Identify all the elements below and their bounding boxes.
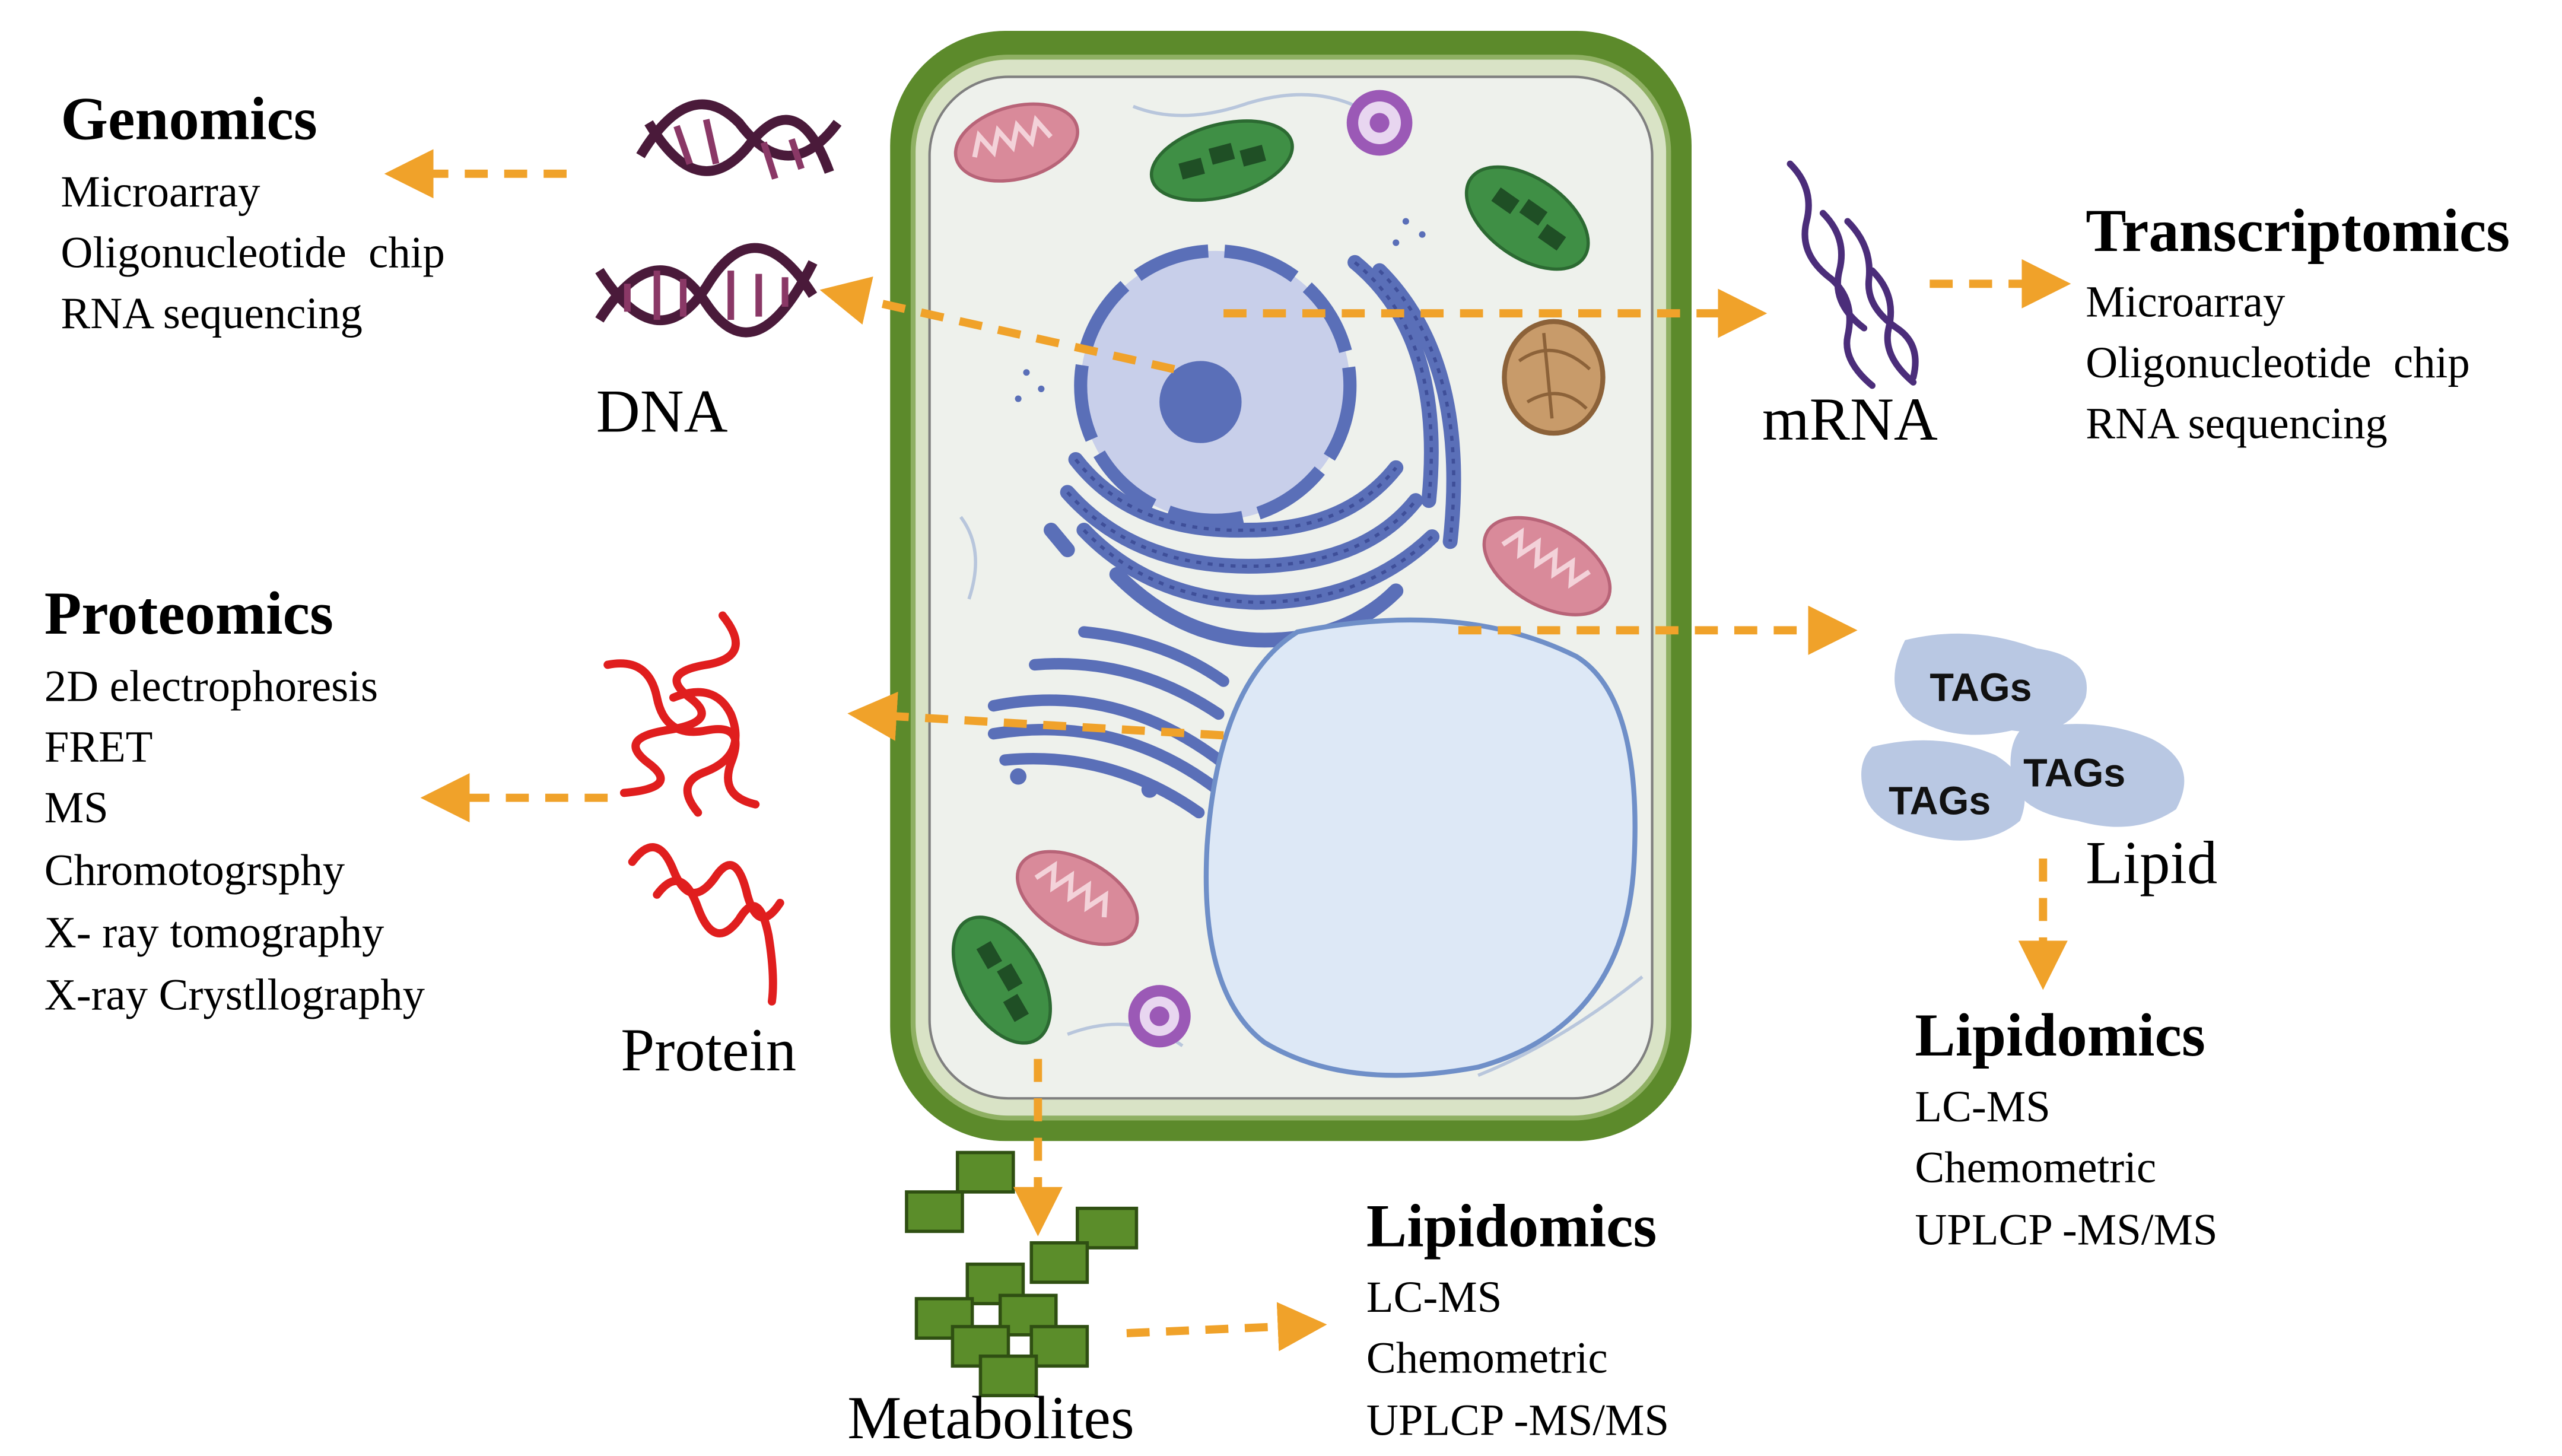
amyloplast [1502, 319, 1606, 436]
tag-blob-right [2010, 724, 2185, 827]
proteomics-method: 2D electrophoresis [44, 662, 378, 711]
genomics-title: Genomics [61, 86, 317, 153]
lipidomics-right-method: UPLCP -MS/MS [1915, 1206, 2217, 1255]
molecule-labels: DNA mRNA Protein Lipid Metabolites [596, 378, 2217, 1452]
chloroplast-bottom [951, 915, 1053, 1045]
lipidomics-right-method: Chemometric [1915, 1143, 2156, 1192]
lipidomics-bottom-method: LC-MS [1366, 1273, 1502, 1322]
ribosome-dots [1015, 218, 1426, 402]
lipidomics-bottom-method: Chemometric [1366, 1333, 1608, 1382]
lipidomics-bottom-title: Lipidomics [1366, 1193, 1657, 1260]
flow-arrows [384, 149, 2071, 1352]
proteomics-method: X- ray tomography [44, 908, 384, 958]
dna-label: DNA [596, 378, 728, 445]
golgi-apparatus [987, 626, 1229, 819]
mitochondrion-bottom-left [1015, 850, 1139, 946]
chloroplast-right [1464, 165, 1590, 271]
vesicle-bottom [1128, 985, 1191, 1048]
mrna-icon [1787, 160, 1919, 389]
lipid-icon: TAGs TAGs TAGs [1861, 633, 2185, 841]
chloroplast-top [1149, 119, 1294, 202]
mrna-label: mRNA [1762, 386, 1938, 453]
lipidomics-bottom-panel: Lipidomics LC-MS Chemometric UPLCP -MS/M… [1366, 1193, 1669, 1445]
lipidomics-right-panel: Lipidomics LC-MS Chemometric UPLCP -MS/M… [1915, 1002, 2217, 1254]
lipid-label: Lipid [2086, 830, 2217, 897]
transcriptomics-method: Microarray [2086, 278, 2286, 327]
arrow-metabolites-to-lipidomics [1126, 1302, 1327, 1352]
genomics-method: Microarray [61, 167, 260, 217]
metabolites-icon [905, 1150, 1139, 1397]
transcriptomics-panel: Transcriptomics Microarray Oligonucleoti… [2086, 198, 2510, 449]
lipidomics-bottom-method: UPLCP -MS/MS [1366, 1396, 1669, 1445]
tag-label-top: TAGs [1930, 666, 2032, 710]
nucleus [1074, 244, 1357, 527]
metabolites-label: Metabolites [847, 1385, 1134, 1452]
genomics-method: Oligonucleotide chip [61, 228, 444, 278]
arrow-golgi-to-protein [847, 691, 1224, 741]
vesicle-top [1346, 90, 1413, 156]
protein-icon [603, 611, 784, 1006]
lipidomics-right-title: Lipidomics [1915, 1002, 2205, 1069]
dna-icon [595, 99, 842, 338]
tag-blob-left [1861, 740, 2025, 841]
plant-cell [890, 31, 1692, 1142]
transcriptomics-method: Oligonucleotide chip [2086, 338, 2469, 387]
nucleolus [1159, 361, 1242, 443]
genomics-panel: Genomics Microarray Oligonucleotide chip… [61, 86, 444, 338]
tag-blob-top [1895, 633, 2087, 735]
vacuole [1203, 617, 1638, 1078]
tag-label-right: TAGs [2023, 751, 2125, 795]
mitochondrion-top-left [953, 102, 1079, 183]
tag-label-left: TAGs [1889, 779, 1991, 823]
proteomics-title: Proteomics [44, 580, 333, 647]
transcriptomics-method: RNA sequencing [2086, 399, 2387, 448]
protein-label: Protein [621, 1017, 796, 1084]
arrow-nucleus-to-dna [819, 276, 1175, 373]
proteomics-method: FRET [44, 723, 153, 772]
genomics-method: RNA sequencing [61, 289, 362, 338]
proteomics-method: Chromotogrsphy [44, 845, 345, 895]
transcriptomics-title: Transcriptomics [2086, 198, 2510, 265]
er-ribosome-texture [1066, 261, 1455, 605]
mitochondrion-right [1482, 516, 1612, 616]
proteomics-method: MS [44, 783, 109, 832]
proteomics-panel: Proteomics 2D electrophoresis FRET MS Ch… [44, 580, 425, 1020]
proteomics-method: X-ray Crystllography [44, 971, 425, 1020]
lipidomics-right-method: LC-MS [1915, 1082, 2050, 1131]
